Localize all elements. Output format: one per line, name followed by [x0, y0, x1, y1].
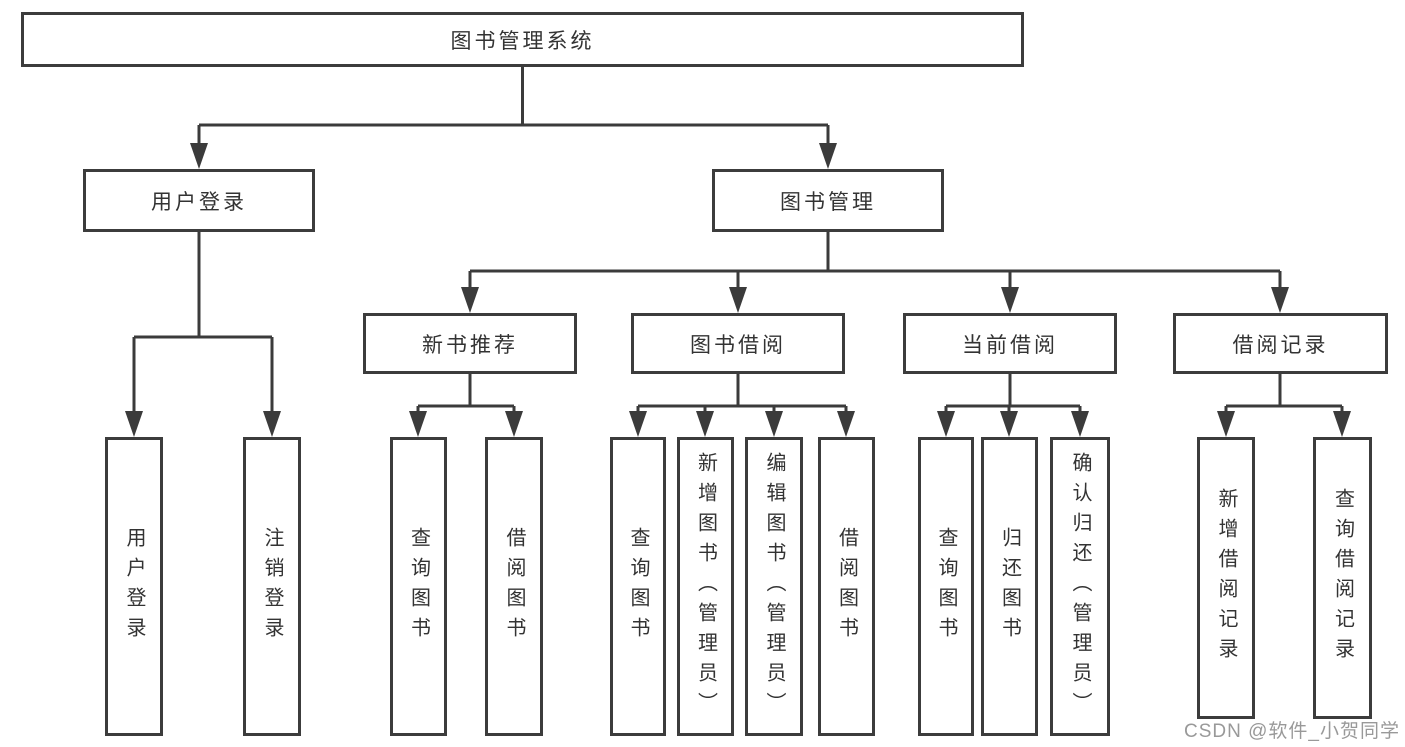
leaf-current-return-books: 归还图书 — [981, 437, 1038, 736]
leaf-label: 查询借阅记录 — [1331, 488, 1354, 668]
node-borrow-records: 借阅记录 — [1173, 313, 1388, 374]
leaf-records-query-record: 查询借阅记录 — [1313, 437, 1372, 719]
leaf-recommend-query-books: 查询图书 — [390, 437, 447, 736]
leaf-records-add-record: 新增借阅记录 — [1197, 437, 1255, 719]
leaf-label: 归还图书 — [998, 526, 1021, 647]
leaf-label: 新增图书（管理员） — [694, 451, 717, 722]
node-new-book-recommend: 新书推荐 — [363, 313, 577, 374]
leaf-label: 确认归还（管理员） — [1069, 451, 1091, 722]
leaf-user-login: 用户登录 — [105, 437, 163, 736]
leaf-label: 注销登录 — [261, 526, 283, 647]
leaf-current-query-books: 查询图书 — [918, 437, 974, 736]
node-book-management: 图书管理 — [712, 169, 944, 232]
leaf-borrow-add-books-admin: 新增图书（管理员） — [677, 437, 734, 736]
node-root-system: 图书管理系统 — [21, 12, 1024, 67]
leaf-borrow-query-books: 查询图书 — [610, 437, 666, 736]
node-label: 新书推荐 — [422, 333, 518, 357]
node-label: 借阅记录 — [1232, 333, 1329, 357]
node-label: 图书管理系统 — [450, 29, 595, 53]
node-label: 图书管理 — [780, 190, 876, 214]
node-label: 当前借阅 — [962, 333, 1058, 357]
leaf-label: 查询图书 — [407, 526, 430, 647]
node-label: 用户登录 — [151, 190, 247, 214]
leaf-label: 新增借阅记录 — [1215, 488, 1237, 668]
leaf-label: 用户登录 — [123, 526, 145, 647]
leaf-logout-login: 注销登录 — [243, 437, 301, 736]
leaf-label: 编辑图书（管理员） — [763, 451, 785, 722]
leaf-label: 查询图书 — [627, 526, 649, 647]
leaf-label: 查询图书 — [935, 526, 957, 647]
arrowhead-icons — [125, 143, 1351, 437]
leaf-borrow-edit-books-admin: 编辑图书（管理员） — [745, 437, 803, 736]
node-label: 图书借阅 — [690, 333, 786, 357]
node-current-borrow: 当前借阅 — [903, 313, 1117, 374]
leaf-recommend-borrow-books: 借阅图书 — [485, 437, 543, 736]
node-user-login: 用户登录 — [83, 169, 315, 232]
csdn-watermark: CSDN @软件_小贺同学 — [1184, 721, 1400, 742]
node-book-borrow: 图书借阅 — [631, 313, 845, 374]
leaf-label: 借阅图书 — [503, 526, 525, 647]
leaf-borrow-borrow-books: 借阅图书 — [818, 437, 875, 736]
leaf-label: 借阅图书 — [835, 526, 858, 647]
leaf-current-confirm-return-admin: 确认归还（管理员） — [1050, 437, 1110, 736]
